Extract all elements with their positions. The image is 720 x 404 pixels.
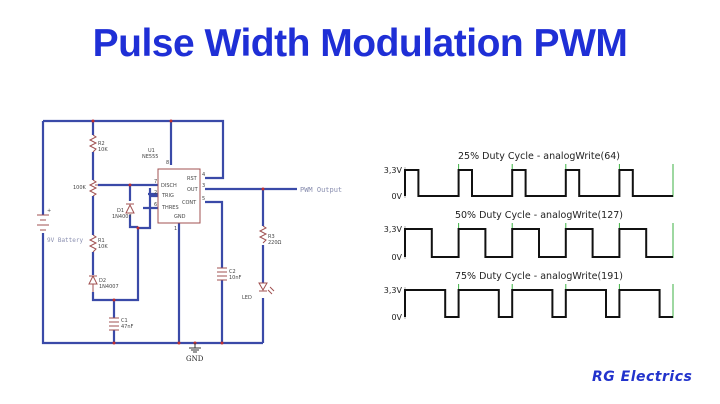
pin-number: 7 (154, 179, 157, 185)
c1-value: 47nF (121, 324, 134, 330)
battery-plus: + (47, 208, 51, 214)
ground-icon (189, 343, 201, 353)
capacitor-c2 (217, 267, 227, 281)
ic-part: NE555 (142, 154, 158, 160)
pin-out: OUT (187, 187, 199, 193)
pin-cont: CONT (182, 200, 197, 206)
pwm-waveforms: 25% Duty Cycle - analogWrite(64) 3,3V 0V 50… (384, 151, 674, 322)
resistor-r2 (88, 134, 98, 153)
d2-value: 1N4007 (99, 284, 119, 290)
c2-ref: C2 (229, 269, 236, 275)
pwm-signal (404, 289, 673, 318)
battery-9v (37, 214, 49, 231)
circuit-wires (41, 119, 297, 345)
high-level-label: 3,3V (384, 286, 403, 295)
r2-ref: R2 (98, 141, 105, 147)
pot-value: 100K (73, 185, 87, 191)
r2-value: 10K (98, 147, 108, 153)
led-label: LED (242, 295, 252, 301)
potentiometer (88, 179, 98, 197)
page-title: Pulse Width Modulation PWM (92, 22, 628, 65)
d1-value: 1N4007 (112, 214, 132, 220)
diode-d2 (88, 274, 98, 292)
pin-thres: THRES (161, 205, 179, 211)
high-level-label: 3,3V (384, 225, 403, 234)
d2-ref: D2 (99, 278, 106, 284)
pwm-signal (404, 169, 673, 197)
low-level-label: 0V (391, 313, 402, 322)
waveform-title: 25% Duty Cycle - analogWrite(64) (458, 151, 620, 162)
low-level-label: 0V (391, 192, 402, 201)
pin-number: 4 (202, 172, 205, 178)
r3-value: 220Ω (268, 240, 282, 246)
pin-disch: DISCH (161, 183, 177, 189)
pin-trig: TRIG (161, 193, 174, 199)
c1-ref: C1 (121, 318, 128, 324)
pin-number: 2 (154, 190, 157, 196)
waveform-title: 75% Duty Cycle - analogWrite(191) (455, 271, 623, 282)
low-level-label: 0V (391, 253, 402, 262)
pin-number: 6 (154, 202, 157, 208)
battery-label: 9V Battery (47, 237, 84, 244)
led (258, 282, 275, 295)
ic-ref: U1 (148, 148, 155, 154)
diode-d1 (125, 203, 135, 214)
pwm-signal (404, 228, 673, 258)
pin-number: 3 (202, 183, 205, 189)
r3-ref: R3 (268, 234, 275, 240)
r1-value: 10K (98, 244, 108, 250)
ne555-ic (157, 168, 201, 224)
pin-number: 1 (174, 226, 177, 232)
waveform-title: 50% Duty Cycle - analogWrite(127) (455, 210, 623, 221)
pwm-output-label: PWM Output (300, 186, 342, 194)
d1-ref: D1 (117, 208, 124, 214)
pin-number: 8 (166, 160, 169, 166)
c2-value: 10nF (229, 275, 242, 281)
pin-rst: RST (187, 176, 198, 182)
high-level-label: 3,3V (384, 166, 403, 175)
resistor-r1 (88, 234, 98, 253)
capacitor-c1 (109, 317, 119, 331)
pin-number: 5 (202, 196, 205, 202)
rg-electrics-logo: RG Electrics (592, 369, 693, 385)
pin-gnd: GND (174, 214, 186, 220)
r1-ref: R1 (98, 238, 105, 244)
resistor-r3 (258, 225, 268, 244)
gnd-label: GND (186, 355, 204, 363)
